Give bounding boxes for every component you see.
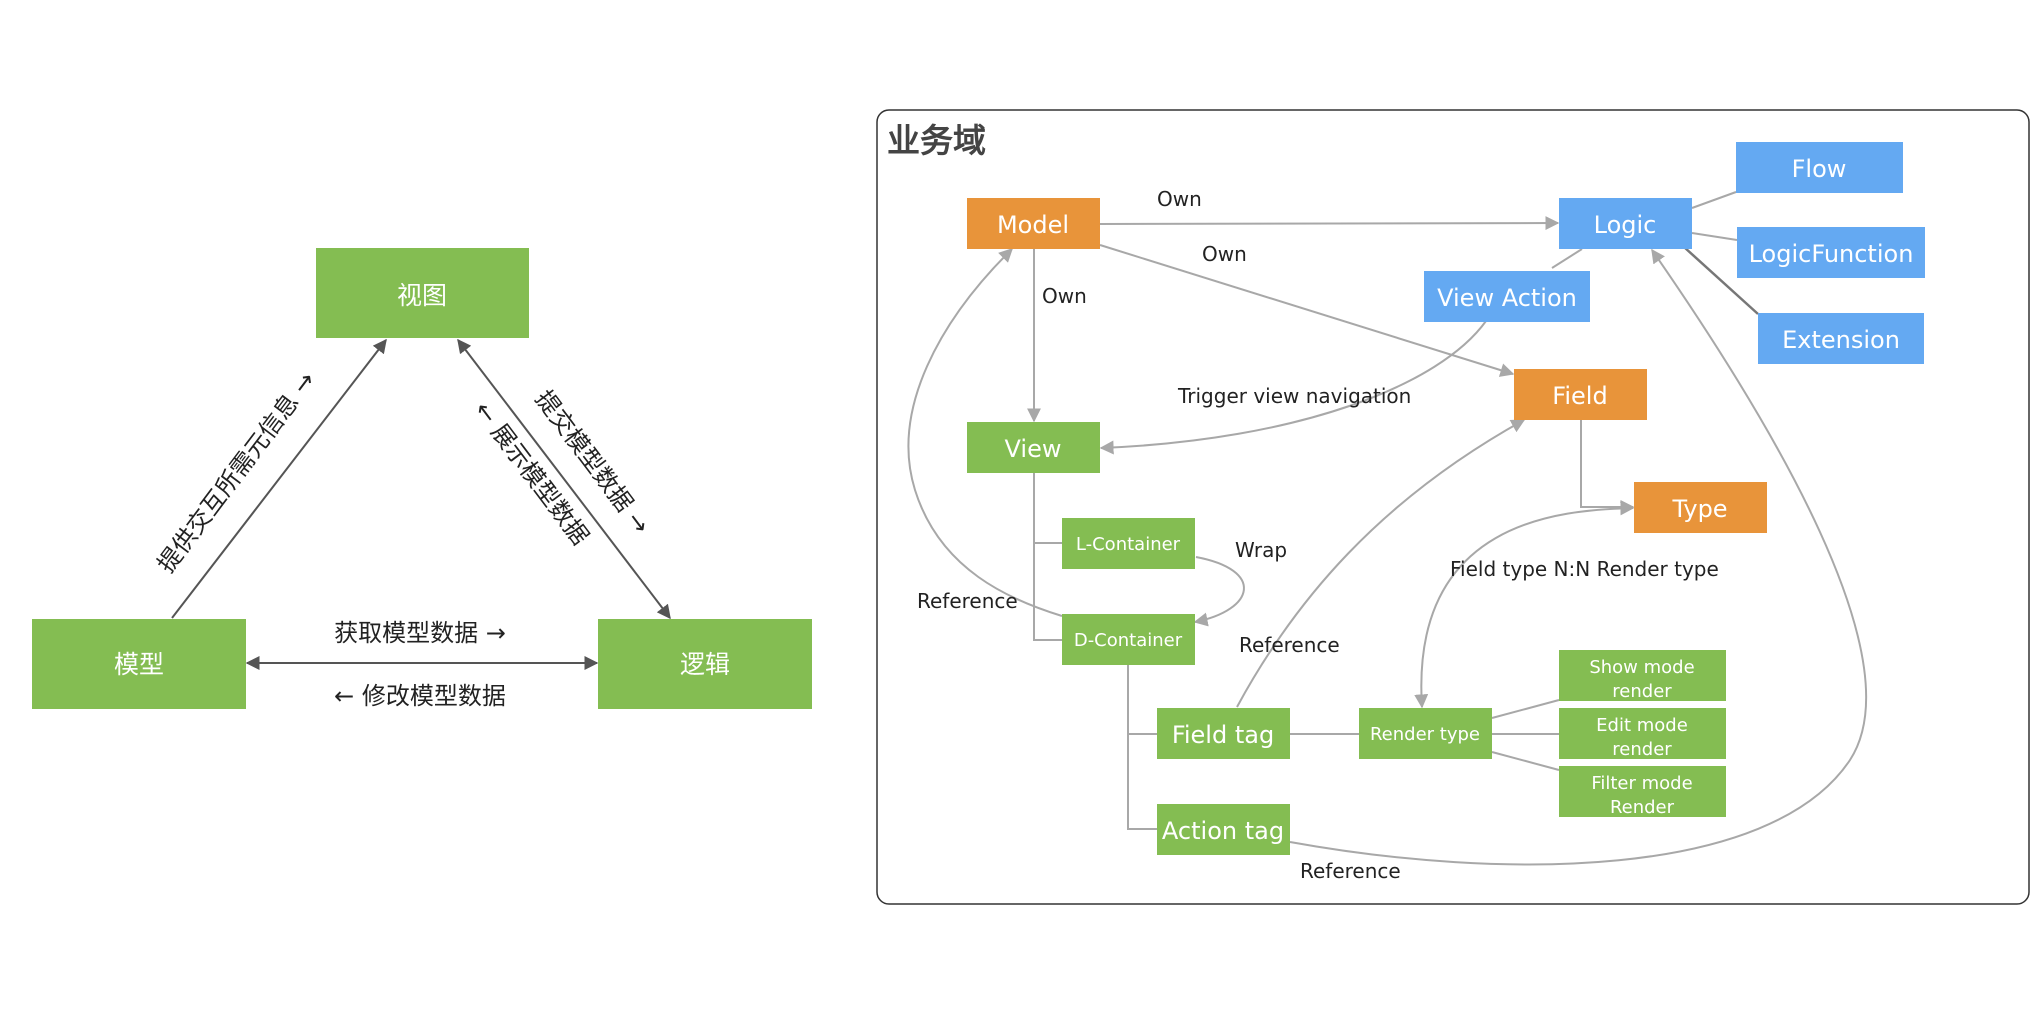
edge-fieldtag-field-ref — [1236, 419, 1526, 708]
label-model-view: 提供交互所需元信息 → — [152, 366, 321, 578]
node-logic-function: LogicFunction — [1737, 227, 1925, 278]
edge-lcontainer-dcontainer-wrap — [1193, 556, 1245, 627]
node-show-mode-render: Show mode render — [1559, 650, 1726, 702]
edge-view-lcontainer — [1033, 473, 1062, 544]
node-model: 模型 — [32, 619, 246, 709]
label-ref-field: Reference — [1239, 633, 1340, 657]
node-d-container-label: D-Container — [1074, 630, 1183, 651]
node-type-label: Type — [1671, 495, 1727, 523]
node-flow-label: Flow — [1792, 155, 1847, 183]
right-diagram: 业务域 Mo — [876, 109, 2030, 905]
edge-dcontainer-fieldtag — [1127, 665, 1157, 735]
node-field-label: Field — [1552, 382, 1607, 410]
node-extension: Extension — [1758, 313, 1924, 364]
node-type: Type — [1634, 482, 1767, 533]
label-ref-logic: Reference — [1300, 859, 1401, 883]
node-render-type: Render type — [1359, 708, 1492, 759]
node-show-mode-line2: render — [1612, 681, 1672, 702]
label-wrap: Wrap — [1235, 538, 1287, 562]
node-render-type-label: Render type — [1370, 724, 1480, 745]
node-d-container: D-Container — [1062, 614, 1195, 665]
node-logic-function-label: LogicFunction — [1749, 240, 1914, 268]
node-edit-mode-line1: Edit mode — [1596, 715, 1688, 736]
node-view: View — [967, 422, 1100, 473]
edge-viewaction-view-trigger — [1099, 320, 1487, 455]
node-filter-mode-render: Filter mode Render — [1559, 766, 1726, 818]
label-trigger-nav: Trigger view navigation — [1177, 384, 1411, 408]
label-model-logic-b: ← 修改模型数据 — [334, 682, 506, 710]
node-logic-label: Logic — [1594, 211, 1657, 239]
node-view-label: View — [1005, 435, 1062, 463]
edge-logic-viewaction — [1551, 248, 1583, 269]
edge-view-dcontainer — [1033, 543, 1062, 641]
node-flow: Flow — [1736, 142, 1903, 193]
node-model-label: 模型 — [114, 650, 164, 679]
edge-model-view — [171, 338, 387, 619]
node-logic: Logic — [1559, 198, 1692, 249]
edge-actiontag-logic-ref — [1289, 248, 1868, 866]
edge-model-logic-own — [1099, 216, 1560, 231]
node-field-tag: Field tag — [1157, 708, 1290, 759]
node-l-container: L-Container — [1062, 518, 1195, 569]
domain-title: 业务域 — [887, 121, 986, 160]
node-logic-label: 逻辑 — [680, 650, 730, 679]
node-model: Model — [967, 198, 1100, 249]
node-view-action-label: View Action — [1437, 284, 1577, 312]
node-field-tag-label: Field tag — [1172, 721, 1274, 749]
edge-model-field-own — [1099, 244, 1515, 377]
edge-dcontainer-actiontag — [1127, 734, 1157, 830]
node-filter-mode-line1: Filter mode — [1591, 773, 1692, 794]
node-extension-label: Extension — [1782, 326, 1900, 354]
node-action-tag-label: Action tag — [1162, 817, 1284, 845]
edge-logic-view — [457, 338, 671, 620]
business-domain-frame — [876, 109, 2030, 905]
label-own-field: Own — [1202, 242, 1247, 266]
edge-logic-extension — [1683, 246, 1759, 315]
node-view: 视图 — [316, 248, 529, 338]
node-edit-mode-line2: render — [1612, 739, 1672, 760]
edge-rendertype-filter — [1491, 751, 1560, 771]
edge-dcontainer-model-ref — [907, 248, 1063, 617]
label-field-type-render: Field type N:N Render type — [1450, 557, 1719, 581]
label-ref-model: Reference — [917, 589, 1018, 613]
edge-rendertype-show — [1491, 699, 1560, 719]
edge-logic-flow — [1691, 191, 1737, 209]
node-field: Field — [1514, 369, 1647, 420]
edge-logic-logicfunction — [1691, 232, 1738, 241]
edge-field-type — [1580, 420, 1635, 514]
node-show-mode-line1: Show mode — [1589, 657, 1694, 678]
label-own-logic: Own — [1157, 187, 1202, 211]
node-l-container-label: L-Container — [1076, 534, 1181, 555]
label-model-logic-a: 获取模型数据 → — [334, 619, 506, 647]
left-diagram: 视图 模型 逻辑 提供交互所需元信息 → ← 展示模型数据 提交模型数据 → 获… — [32, 248, 812, 710]
label-own-view: Own — [1042, 284, 1087, 308]
edge-rendertype-type-nn — [1414, 501, 1635, 709]
node-logic: 逻辑 — [598, 619, 812, 709]
node-model-label: Model — [997, 211, 1069, 239]
node-action-tag: Action tag — [1157, 804, 1290, 855]
node-filter-mode-line2: Render — [1610, 797, 1675, 818]
node-edit-mode-render: Edit mode render — [1559, 708, 1726, 760]
node-view-action: View Action — [1424, 271, 1590, 322]
node-view-label: 视图 — [397, 281, 447, 310]
